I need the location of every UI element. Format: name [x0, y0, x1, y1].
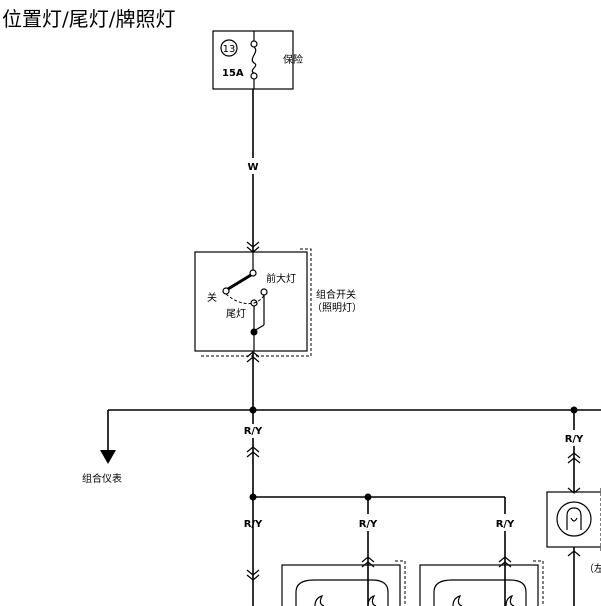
connector-mark — [567, 487, 581, 494]
ground-arrow — [100, 450, 116, 464]
combination-switch — [194, 248, 312, 357]
wire-label-ry-d: R/Y — [496, 519, 515, 530]
connector-mark — [246, 569, 260, 581]
fuse-rating: 15A — [222, 68, 244, 79]
wire-label-ry-c: R/Y — [359, 519, 378, 530]
connector-mark — [567, 452, 581, 464]
lamp-label-partial: （左 — [584, 562, 601, 575]
wire-label-ry-a: R/Y — [244, 426, 263, 437]
lamp-box-right — [419, 560, 544, 606]
switch-label-line1: 组合开关 — [316, 288, 356, 301]
lamp-box-left — [281, 560, 406, 606]
fuse-label: 保险 — [283, 53, 303, 66]
switch-pos-tail: 尾灯 — [226, 308, 246, 320]
wire-label-ry-e: R/Y — [565, 434, 584, 445]
connector-mark — [246, 446, 260, 458]
fuse-number: 13 — [223, 44, 236, 55]
wire-label-ry-b: R/Y — [244, 519, 263, 530]
switch-pos-off: 关 — [207, 291, 217, 304]
connector-mark — [567, 550, 581, 557]
cluster-label: 组合仪表 — [82, 472, 122, 485]
switch-pos-head: 前大灯 — [266, 272, 296, 285]
bulb-lamp — [546, 488, 601, 552]
wire-label-w: W — [247, 162, 258, 173]
diagram-title: 位置灯/尾灯/牌照灯 — [2, 7, 175, 31]
fuse-13: 13 15A — [212, 30, 294, 90]
switch-label-line2: （照明灯） — [312, 302, 362, 314]
